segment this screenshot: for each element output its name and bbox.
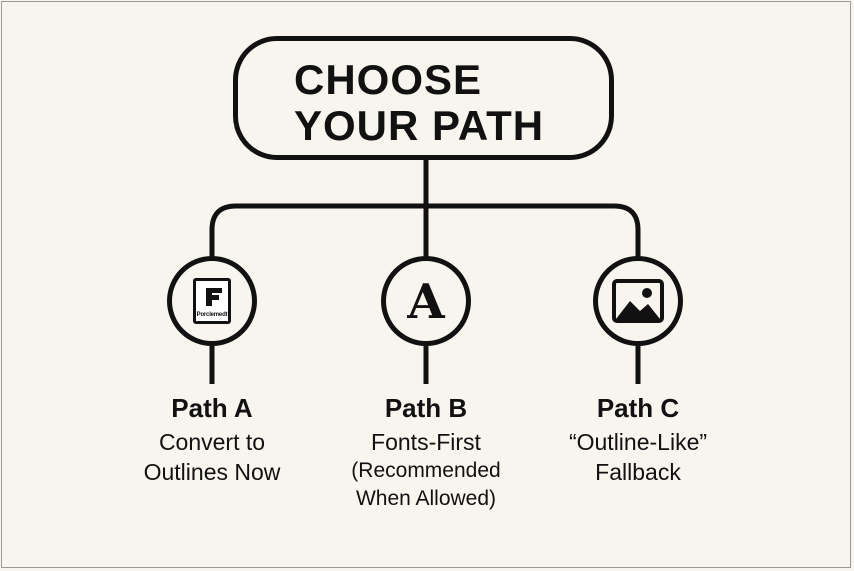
path-b-node: A <box>381 256 471 346</box>
font-letter-icon: A <box>407 274 445 330</box>
path-b-title: Path B <box>384 393 468 423</box>
path-b-label: Path B Fonts-First (Recommended When All… <box>316 395 536 513</box>
document-logo-caption: Porclemedt <box>196 312 228 318</box>
path-c-title: Path C <box>596 393 680 423</box>
path-c-node <box>593 256 683 346</box>
path-c-description: “Outline-Like” Fallback <box>568 429 708 485</box>
path-b-description: Fonts-First <box>371 429 481 455</box>
f-logo-mark <box>206 288 222 306</box>
path-b-note: (Recommended When Allowed) <box>351 459 501 510</box>
path-a-label: Path A Convert to Outlines Now <box>102 395 322 487</box>
path-a-node: Porclemedt <box>167 256 257 346</box>
path-a-title: Path A <box>171 393 253 423</box>
image-icon <box>612 279 664 323</box>
title-box: CHOOSE YOUR PATH <box>233 36 614 160</box>
title-line-2: YOUR PATH <box>294 102 545 149</box>
title-line-1: CHOOSE <box>294 56 483 103</box>
path-c-label: Path C “Outline-Like” Fallback <box>528 395 748 487</box>
document-logo-icon: Porclemedt <box>193 278 231 324</box>
path-a-description: Convert to Outlines Now <box>143 429 281 485</box>
